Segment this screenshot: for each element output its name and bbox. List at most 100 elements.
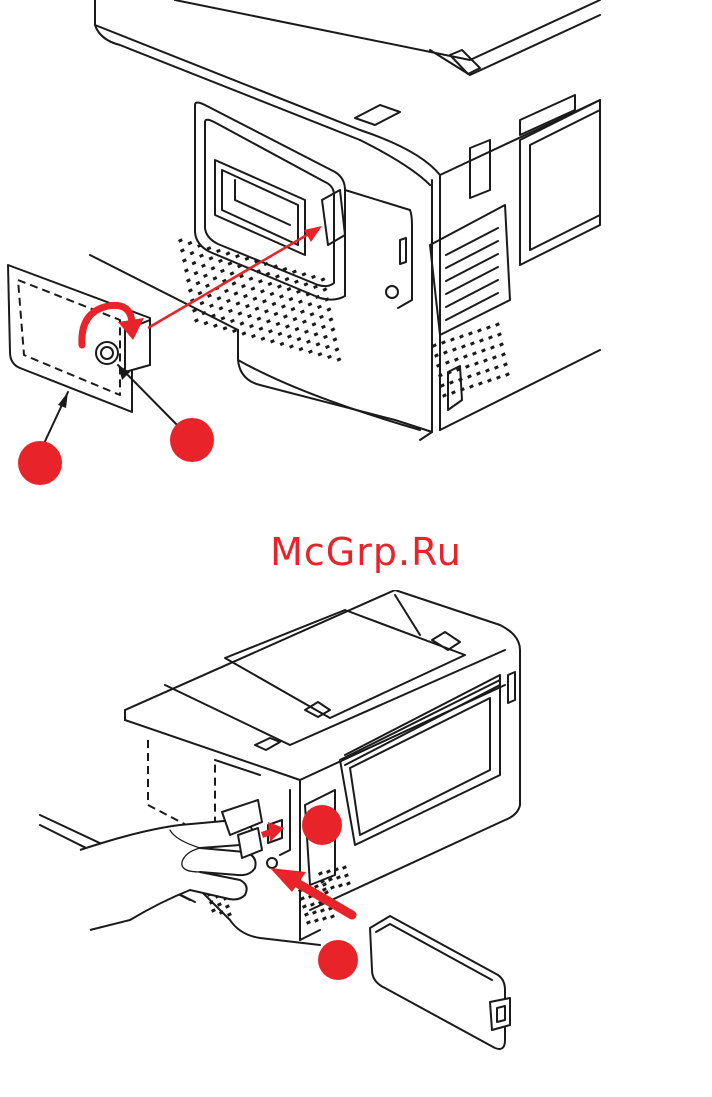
vent-hole <box>287 334 292 338</box>
vent-hole <box>306 340 311 344</box>
vent-hole <box>213 324 218 328</box>
vent-hole <box>321 325 326 329</box>
vent-hole <box>235 254 240 258</box>
vent-hole <box>295 327 300 331</box>
vent-hole <box>443 350 448 354</box>
vent-hole <box>203 274 208 278</box>
install-cover-figure <box>0 590 712 1097</box>
vent-hole <box>216 249 221 253</box>
vent-hole <box>487 378 492 382</box>
vent-hole <box>298 300 303 304</box>
vent-hole <box>197 244 202 248</box>
vent-hole <box>322 916 327 920</box>
vent-hole <box>230 319 235 323</box>
vent-hole <box>219 306 224 310</box>
vent-hole <box>314 918 319 922</box>
vent-hole <box>200 301 205 305</box>
vent-hole <box>454 357 459 361</box>
vent-hole <box>330 914 335 918</box>
vent-hole <box>337 357 342 361</box>
vent-hole <box>310 902 315 906</box>
vent-hole <box>198 291 203 295</box>
vent-hole <box>467 374 472 378</box>
vent-hole <box>327 307 332 311</box>
vent-hole <box>452 347 457 351</box>
vent-hole <box>299 347 304 351</box>
vent-hole <box>205 284 210 288</box>
vent-hole <box>465 364 470 368</box>
vent-hole <box>249 277 254 281</box>
vent-hole <box>459 334 464 338</box>
vent-hole <box>213 276 218 280</box>
vent-hole <box>278 332 283 336</box>
vent-hole <box>320 908 325 912</box>
vent-hole <box>262 299 267 303</box>
vent-hole <box>499 342 504 346</box>
vent-hole <box>438 373 443 377</box>
vent-hole <box>218 259 223 263</box>
vent-hole <box>441 340 446 344</box>
vent-hole <box>302 904 307 908</box>
vent-hole <box>330 885 335 889</box>
vent-hole <box>266 319 271 323</box>
vent-hole <box>304 912 309 916</box>
vent-hole <box>297 337 302 341</box>
vent-hole <box>209 304 214 308</box>
vent-hole <box>325 345 330 349</box>
vent-hole <box>186 278 191 282</box>
vent-hole <box>310 312 315 316</box>
vent-hole <box>280 342 285 346</box>
vent-hole <box>192 261 197 265</box>
vent-hole <box>308 350 313 354</box>
install-cover-illustration <box>0 590 712 1097</box>
vent-hole <box>199 254 204 258</box>
vent-hole <box>285 277 290 281</box>
vent-hole <box>302 272 307 276</box>
vent-hole <box>260 289 265 293</box>
vent-hole <box>194 318 199 322</box>
vent-hole <box>251 334 256 338</box>
vent-hole <box>304 282 309 286</box>
vent-hole <box>316 342 321 346</box>
vent-hole <box>259 327 264 331</box>
vent-hole <box>221 316 226 320</box>
vent-hole <box>270 339 275 343</box>
vent-hole <box>318 871 323 875</box>
vent-hole <box>217 296 222 300</box>
vent-hole <box>302 320 307 324</box>
vent-hole <box>319 315 324 319</box>
vent-hole <box>258 279 263 283</box>
vent-hole <box>255 307 260 311</box>
vent-hole <box>188 288 193 292</box>
vent-hole <box>249 324 254 328</box>
vent-hole <box>227 912 232 916</box>
vent-hole <box>268 329 273 333</box>
vent-hole <box>321 277 326 281</box>
callout-slot <box>302 805 342 845</box>
vent-hole <box>272 302 277 306</box>
vent-hole <box>323 335 328 339</box>
vent-hole <box>291 307 296 311</box>
vent-hole <box>289 297 294 301</box>
vent-hole <box>496 375 501 379</box>
vent-hole <box>230 271 235 275</box>
vent-hole <box>180 248 185 252</box>
vent-hole <box>311 275 316 279</box>
vent-hole <box>279 294 284 298</box>
vent-hole <box>450 337 455 341</box>
vent-hole <box>325 297 330 301</box>
vent-hole <box>242 331 247 335</box>
vent-hole <box>478 381 483 385</box>
hand-illustration <box>80 800 262 930</box>
vent-hole <box>333 337 338 341</box>
vent-hole <box>257 317 262 321</box>
remove-cover-illustration <box>0 0 712 520</box>
vent-hole <box>501 352 506 356</box>
vent-hole <box>270 292 275 296</box>
vent-hole <box>276 322 281 326</box>
new-cover <box>370 916 510 1049</box>
vent-hole <box>225 904 230 908</box>
vent-hole <box>474 361 479 365</box>
vent-hole <box>211 908 216 912</box>
vent-hole <box>312 322 317 326</box>
